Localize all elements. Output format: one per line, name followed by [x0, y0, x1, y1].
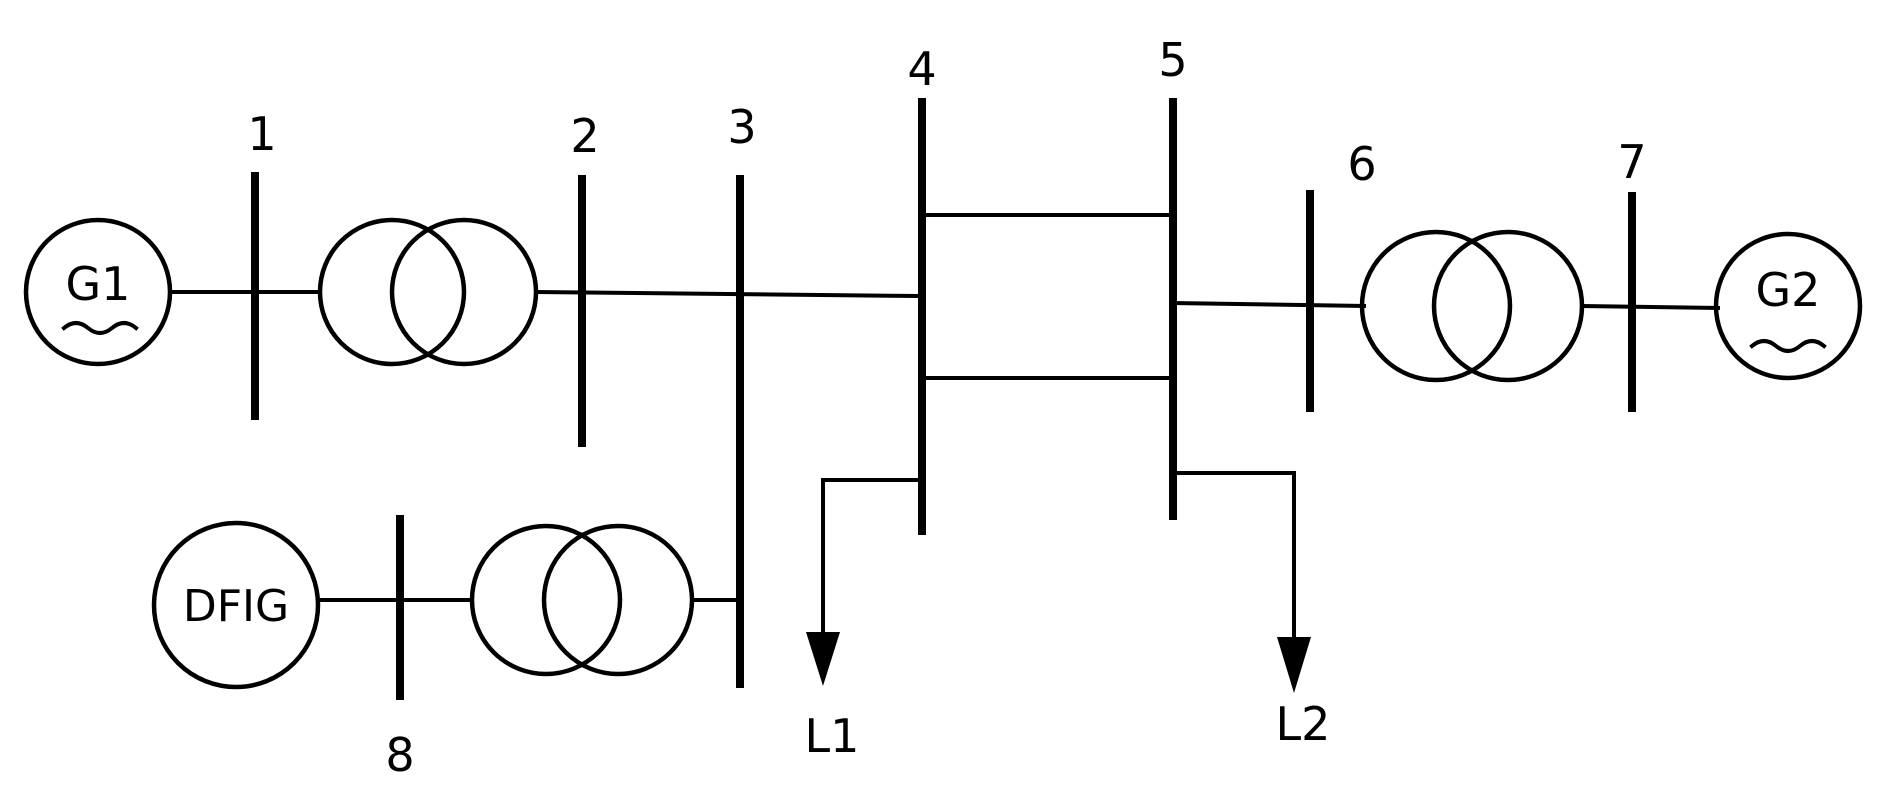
bus-6-label: 6	[1347, 137, 1376, 191]
bus-4-label: 4	[907, 42, 936, 96]
line-t2-g2	[1579, 303, 1721, 311]
generator-g2-sine-icon	[1749, 339, 1827, 353]
generator-dfig-label: DFIG	[183, 581, 289, 632]
bus-2-label: 2	[570, 109, 599, 163]
generator-g2-label: G2	[1756, 263, 1821, 317]
transformer-t1-primary-winding	[317, 217, 467, 367]
load-l1-feeder	[821, 478, 924, 637]
bus-3-label: 3	[727, 100, 756, 154]
generator-g1-label: G1	[66, 257, 131, 311]
generator-g1: G1	[23, 217, 173, 367]
bus-7-label: 7	[1617, 135, 1646, 189]
load-l2-feeder	[1171, 471, 1296, 642]
generator-g1-sine-icon	[61, 321, 139, 335]
load-l2: L2	[1171, 471, 1331, 751]
bus-1-label: 1	[247, 107, 276, 161]
generator-dfig: DFIG	[151, 520, 321, 690]
line-bus5-t2	[1170, 300, 1367, 309]
load-l1-label: L1	[805, 709, 860, 763]
load-l2-arrow-icon	[1277, 637, 1311, 693]
transformer-t3	[469, 523, 695, 677]
generator-g2: G2	[1713, 231, 1863, 381]
transformer-t1	[317, 217, 539, 367]
line-t1-bus4	[533, 289, 921, 299]
generator-g2-circle	[1713, 231, 1863, 381]
bus-5-label: 5	[1158, 33, 1187, 87]
transformer-t3-primary-winding	[469, 523, 623, 677]
load-l1: L1	[805, 478, 924, 763]
load-l1-arrow-icon	[806, 632, 840, 686]
generator-dfig-circle	[151, 520, 321, 690]
transformer-t2	[1359, 229, 1585, 383]
transformer-t2-primary-winding	[1359, 229, 1513, 383]
bus-8-label: 8	[385, 728, 414, 782]
load-l2-label: L2	[1276, 697, 1331, 751]
